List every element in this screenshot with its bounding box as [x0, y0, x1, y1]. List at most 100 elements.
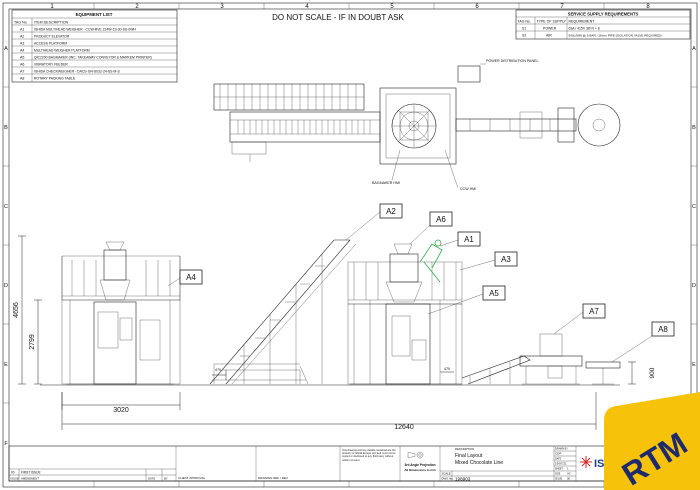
client-approval-label: CLIENT APPROVAL: [178, 476, 206, 480]
equipment-tag-a5: A5: [20, 55, 24, 59]
elevation-elevator: [209, 239, 357, 385]
rev-issue-value: 00: [11, 471, 15, 475]
row-d-right: D: [692, 283, 696, 289]
callout-a6: A6: [429, 211, 453, 227]
row-b-right: B: [692, 125, 696, 131]
dim-platform-width: 3020: [113, 407, 129, 414]
dim-small-b: 470: [444, 367, 450, 371]
dimension-lines: [18, 235, 636, 430]
callout-a4: A4: [179, 269, 203, 285]
elevation-view: 4656 2799 3020 12640 900 470 470: [13, 235, 656, 431]
row-f-left: F: [4, 441, 8, 447]
description-line1: Final Layout: [455, 453, 483, 459]
column-markers: 1 2 3 4 5 6 7 8: [50, 3, 650, 487]
col-2-top: 2: [135, 4, 139, 10]
rev-header-date: DATE: [148, 477, 155, 481]
rev-header-issue: ISSUE: [11, 477, 20, 481]
service-tag-s1: S1: [522, 26, 526, 30]
equipment-desc-a7: ISHIDA CHECKWEIGHER - DACS-GN-S032-24-SS…: [34, 69, 120, 73]
row-c-left: C: [4, 204, 8, 210]
equipment-tag-a8: A8: [20, 76, 24, 80]
dwg-no-label: DWG No.: [442, 477, 454, 481]
sheet-label: SHEET: [555, 468, 564, 471]
power-panel-label: POWER DISTRIBUTION PANEL: [486, 59, 538, 63]
callout-a2-label: A2: [386, 207, 396, 216]
drawn-by-label: DRAWN BY: [555, 448, 568, 451]
equipment-desc-a4: MULTIHEAD WEIGHER PLATFORM: [34, 48, 90, 52]
col-3-top: 3: [220, 4, 224, 10]
col-4-top: 4: [305, 4, 309, 10]
callout-a4-label: A4: [186, 273, 196, 282]
drawing-rev-label: DRAWING REF / REV: [258, 476, 288, 480]
drawn-by: CDP: [555, 452, 561, 456]
size-value: A3: [567, 472, 571, 476]
equipment-tag-a7: A7: [20, 69, 24, 73]
row-e-left: E: [4, 362, 8, 368]
equipment-tag-a3: A3: [20, 41, 24, 45]
service-tag-s2: S2: [522, 33, 526, 37]
drawing-number: 198903: [455, 477, 471, 482]
equipment-list-table: EQUIPMENT LIST TAG No. ITEM DESCRIPTION …: [11, 9, 178, 83]
plan-takeaway: [455, 107, 577, 143]
elevation-rotary-table: [585, 361, 621, 385]
size-label: SIZE: [555, 473, 561, 476]
col-1-top: 1: [50, 4, 54, 10]
projection-sub: All Dimensions in mm: [404, 468, 436, 472]
col-6-top: 6: [475, 4, 479, 10]
issue-label: ISSUE: [555, 478, 563, 481]
date-label: DATE: [555, 458, 562, 461]
callout-a6-label: A6: [436, 215, 446, 224]
equipment-desc-a5: QIC2200 BAGMAKER (INC. TAKEAWAY CONVEYOR…: [34, 55, 152, 59]
elevation-takeaway: [461, 355, 531, 385]
projection-symbol: [407, 451, 424, 459]
service-req-s2: 500L/MIN @ 6 BAR / 16mm PIPE (ISOLATION …: [569, 33, 662, 37]
dim-overall-length: 12640: [394, 424, 414, 431]
bagmaker-hmi-label: BAGMAKER HMI: [372, 181, 400, 185]
callout-a7-label: A7: [589, 307, 599, 316]
service-table-title: SERVICE SUPPLY REQUIREMENTS: [568, 12, 639, 17]
equipment-tag-a4: A4: [20, 48, 24, 52]
service-header-type: TYPE OF SUPPLY: [537, 19, 567, 23]
equipment-desc-a1: ISHIDA MULTIHEAD WEIGHER - CCW-RVE 214W-…: [34, 27, 136, 31]
equipment-tag-a1: A1: [20, 27, 24, 31]
date-value: 19/07/21: [555, 462, 567, 466]
service-type-s1: POWER: [543, 26, 557, 30]
equipment-desc-a6: VIBRATORY FEEDER: [34, 62, 68, 66]
scale-label: SCALE: [442, 472, 451, 476]
callout-a5: A5: [482, 285, 506, 301]
equipment-tag-a6: A6: [20, 62, 24, 66]
equipment-header-tag: TAG No.: [14, 20, 28, 24]
company-logo: IS: [580, 456, 604, 470]
plan-power-panel: [457, 65, 481, 83]
equipment-tag-a2: A2: [20, 34, 24, 38]
col-5-top: 5: [390, 4, 394, 10]
callout-a1-label: A1: [464, 235, 474, 244]
row-b-left: B: [4, 125, 8, 131]
issue-value: 00: [567, 477, 571, 481]
equipment-list-title: EQUIPMENT LIST: [76, 12, 113, 17]
plan-conveyor: [229, 111, 381, 162]
dim-small-a: 470: [215, 368, 221, 372]
rtm-badge-shape: [604, 392, 700, 490]
col-7-top: 7: [560, 4, 564, 10]
description-line2: Mixed Chocolate Line: [455, 460, 503, 466]
equipment-header-desc: ITEM DESCRIPTION: [34, 20, 69, 24]
rev-header-amendment: AMENDMENT: [21, 477, 39, 481]
dim-overall-height: 4656: [13, 302, 20, 318]
dim-platform-height: 2799: [29, 334, 36, 350]
title-block: 00 FIRST ISSUE ISSUE AMENDMENT DATE BY C…: [8, 445, 692, 482]
plan-platform: [379, 87, 457, 165]
col-8-top: 8: [646, 4, 650, 10]
service-req-s1: 63A / 415V 3Ø N + E: [569, 26, 601, 30]
callout-a3: A3: [494, 251, 518, 267]
elevation-multihead-platform: [61, 241, 181, 385]
equipment-desc-a8: ROTARY PACKING TABLE: [34, 76, 76, 80]
elevation-checkweigher: [519, 333, 583, 385]
callout-a8-label: A8: [658, 325, 668, 334]
row-c-right: C: [692, 204, 696, 210]
copyright-notice: This drawing and any details contained a…: [342, 449, 396, 462]
rtm-badge: RTM: [604, 392, 700, 490]
